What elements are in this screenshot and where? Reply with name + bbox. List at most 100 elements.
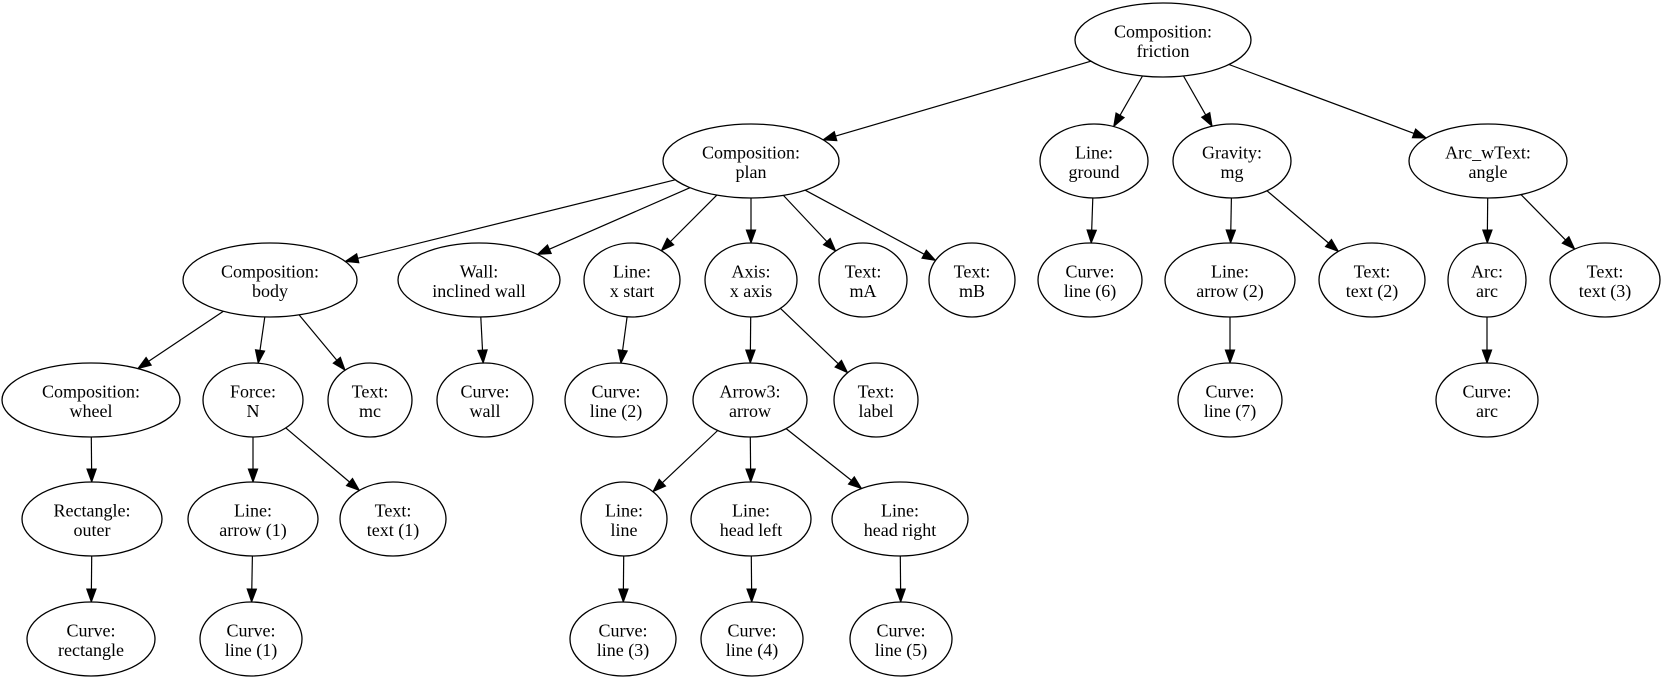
node-ellipse (700, 601, 804, 677)
edge-composition-friction--arc-wtext-angle (1228, 63, 1428, 139)
node-label-name: N (247, 401, 260, 421)
node-ellipse (833, 362, 919, 438)
node-label-name: arrow (2) (1196, 281, 1263, 302)
node-ellipse (1408, 123, 1568, 199)
node-label-name: inclined wall (432, 281, 525, 301)
node-curve-line-7: Curve:line (7) (1177, 362, 1283, 438)
edge-arrow3-arrow--line-line (651, 430, 719, 493)
edge-arrowhead (85, 588, 97, 604)
node-axis-x-axis: Axis:x axis (704, 242, 798, 318)
node-composition-body: Composition:body (182, 242, 358, 318)
node-label-type: Wall: (460, 262, 499, 282)
edge-line (549, 187, 691, 250)
edge-line (148, 310, 224, 362)
node-label-type: Line: (613, 262, 651, 282)
edge-arrowhead (343, 252, 360, 264)
node-ellipse (569, 601, 677, 677)
node-label-name: x axis (730, 281, 773, 301)
node-ellipse (849, 601, 953, 677)
edge-line (357, 179, 676, 259)
edge-arrowhead (822, 237, 837, 253)
node-force-n: Force:N (202, 362, 304, 438)
edge-composition-friction--gravity-mg (1182, 75, 1213, 128)
node-label-type: Line: (1075, 143, 1113, 163)
node-label-type: Rectangle: (54, 501, 131, 521)
edge-line (1230, 197, 1232, 231)
node-ellipse (327, 362, 413, 438)
node-text-mc: Text:mc (327, 362, 413, 438)
node-ellipse (182, 242, 358, 318)
edge-arrowhead (660, 237, 675, 252)
node-ellipse (704, 242, 798, 318)
edge-composition-plan--axis-x-axis (745, 198, 757, 245)
node-label-type: Curve: (1206, 382, 1255, 402)
node-ellipse (564, 362, 668, 438)
edge-arrowhead (617, 349, 629, 365)
node-label-name: body (252, 281, 288, 301)
node-label-type: Curve: (461, 382, 510, 402)
edge-arrowhead (1481, 349, 1493, 365)
node-label-type: Arc: (1471, 262, 1503, 282)
node-wall-inclined-wall: Wall:inclined wall (397, 242, 561, 318)
node-ellipse (1447, 242, 1527, 318)
node-label-name: plan (736, 162, 767, 182)
edge-arrowhead (921, 249, 937, 262)
node-curve-line-5: Curve:line (5) (849, 601, 953, 677)
node-label-name: angle (1469, 162, 1508, 182)
node-label-type: Text: (1587, 262, 1624, 282)
node-label-type: Line: (881, 501, 919, 521)
edge-arrowhead (477, 349, 488, 365)
node-label-type: Composition: (221, 262, 319, 282)
node-label-name: arrow (729, 401, 771, 421)
node-label-name: rectangle (58, 640, 124, 660)
edge-arrowhead (1411, 128, 1428, 139)
node-ellipse (187, 481, 319, 557)
node-label-type: Force: (230, 382, 276, 402)
node-label-name: head left (720, 520, 782, 540)
node-arc-arc: Arc:arc (1447, 242, 1527, 318)
node-ellipse (1037, 242, 1143, 318)
edge-line (780, 307, 839, 365)
edge-line (1266, 190, 1329, 244)
edge-composition-friction--composition-plan (821, 60, 1092, 142)
node-text-ma: Text:mA (818, 242, 908, 318)
edge-arrowhead (332, 356, 347, 372)
edge-arrowhead (1112, 112, 1126, 128)
node-ellipse (1074, 2, 1252, 78)
node-ellipse (1177, 362, 1283, 438)
node-label-type: Curve: (592, 382, 641, 402)
node-ellipse (831, 481, 969, 557)
edge-arrowhead (136, 356, 153, 370)
edge-arrowhead (745, 229, 757, 245)
node-line-line: Line:line (580, 481, 668, 557)
node-label-type: Text: (352, 382, 389, 402)
edge-line (670, 194, 718, 242)
node-ellipse (397, 242, 561, 318)
node-curve-line-4: Curve:line (4) (700, 601, 804, 677)
node-label-name: wall (470, 401, 501, 421)
node-label-type: Line: (234, 501, 272, 521)
node-label-type: Line: (1211, 262, 1249, 282)
node-label-type: Arc_wText: (1445, 143, 1531, 163)
node-label-name: outer (74, 520, 111, 540)
edge-line (661, 430, 719, 484)
node-label-type: Curve: (877, 621, 926, 641)
edge-line (1520, 194, 1566, 241)
node-ellipse (662, 123, 840, 199)
node-composition-wheel: Composition:wheel (1, 362, 181, 438)
edge-line (804, 189, 925, 255)
node-ellipse (1435, 362, 1539, 438)
node-ellipse (1172, 123, 1292, 199)
node-label-name: friction (1137, 41, 1190, 61)
node-label-name: mc (359, 401, 381, 421)
node-label-type: Curve: (1066, 262, 1115, 282)
edge-line (259, 316, 266, 351)
node-ellipse (1, 362, 181, 438)
node-curve-rectangle: Curve:rectangle (26, 601, 156, 677)
edge-arc-arc--curve-arc (1481, 317, 1493, 365)
node-label-name: text (1) (367, 520, 419, 541)
node-line-x-start: Line:x start (583, 242, 681, 318)
edge-composition-plan--line-x-start (660, 194, 718, 252)
node-label-type: Line: (605, 501, 643, 521)
edge-arrowhead (821, 130, 838, 142)
